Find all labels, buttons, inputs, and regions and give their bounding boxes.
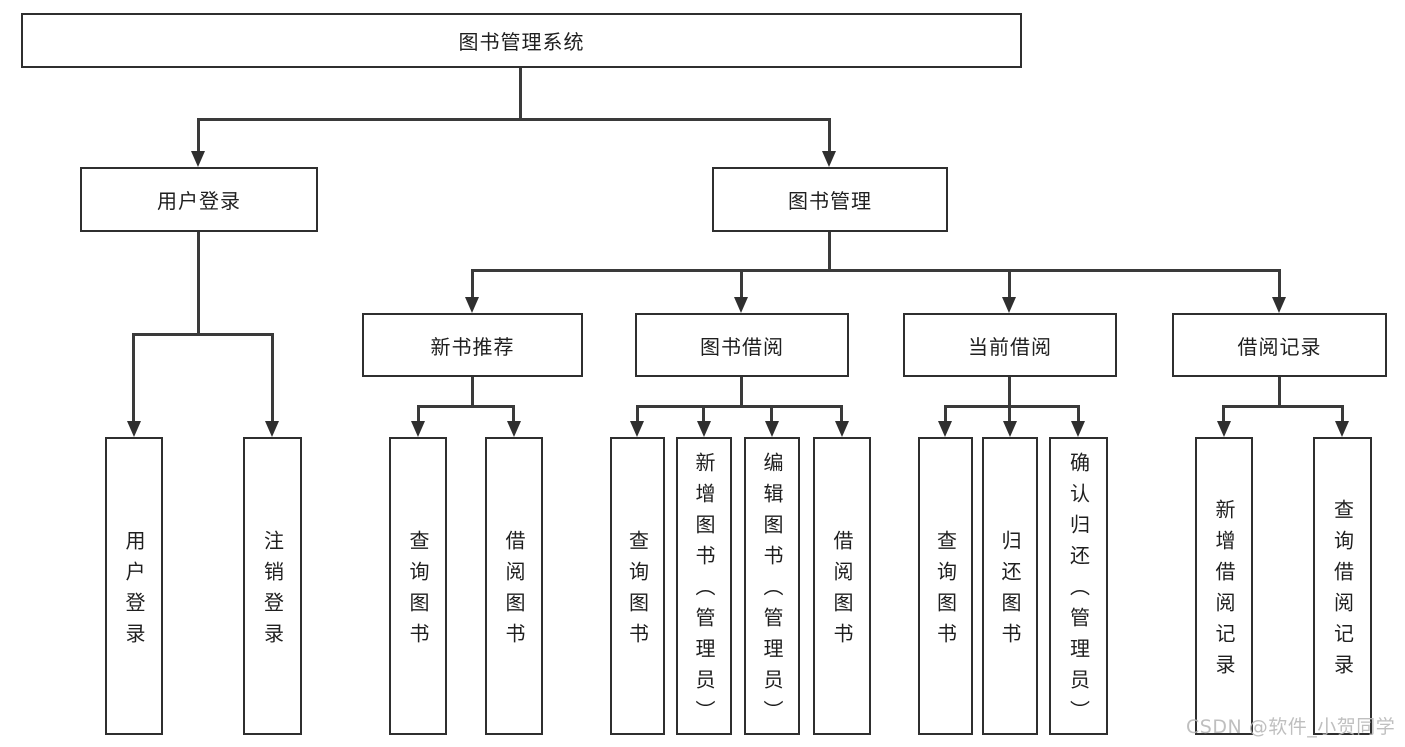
connector-hline [197, 118, 831, 121]
connector-vline [471, 377, 474, 407]
leaf-label: 新增图书（管理员） [692, 452, 716, 731]
leaf-label: 编辑图书（管理员） [760, 452, 784, 731]
arrowhead-down-icon [1335, 421, 1349, 437]
leaf-query-book: 查询图书 [918, 437, 973, 735]
connector-vline [197, 118, 200, 152]
connector-hline [132, 333, 273, 336]
leaf-label: 查询图书 [625, 529, 650, 654]
arrowhead-down-icon [765, 421, 779, 437]
leaf-label: 查询图书 [406, 529, 430, 654]
leaf-add-borrow-record: 新增借阅记录 [1195, 437, 1253, 735]
leaf-query-borrow-record: 查询借阅记录 [1313, 437, 1372, 735]
connector-vline [1222, 405, 1225, 422]
connector-vline [944, 405, 947, 422]
connector-vline [740, 377, 743, 407]
arrowhead-down-icon [1272, 297, 1286, 313]
leaf-borrow-book: 借阅图书 [485, 437, 543, 735]
leaf-query-book: 查询图书 [389, 437, 447, 735]
leaf-label: 新增借阅记录 [1212, 498, 1236, 685]
arrowhead-down-icon [411, 421, 425, 437]
connector-vline [1008, 377, 1011, 407]
connector-vline [1077, 405, 1080, 422]
leaf-label: 借阅图书 [502, 529, 526, 654]
arrowhead-down-icon [1003, 421, 1017, 437]
leaf-logout: 注销登录 [243, 437, 302, 735]
leaf-label: 借阅图书 [830, 529, 854, 654]
connector-vline [471, 269, 474, 298]
node-current-borrowing: 当前借阅 [903, 313, 1117, 377]
connector-hline [944, 405, 1079, 408]
arrowhead-down-icon [630, 421, 644, 437]
node-new-book-recommend: 新书推荐 [362, 313, 583, 377]
leaf-query-book: 查询图书 [610, 437, 665, 735]
leaf-return-book: 归还图书 [982, 437, 1038, 735]
connector-vline [1278, 269, 1281, 298]
connector-vline [828, 118, 831, 152]
connector-hline [1222, 405, 1342, 408]
arrowhead-down-icon [191, 151, 205, 167]
arrowhead-down-icon [1071, 421, 1085, 437]
connector-vline [512, 405, 515, 422]
leaf-borrow-book: 借阅图书 [813, 437, 871, 735]
connector-vline [770, 405, 773, 422]
connector-vline [197, 232, 200, 335]
connector-vline [1341, 405, 1344, 422]
leaf-label: 归还图书 [998, 529, 1022, 654]
arrowhead-down-icon [734, 297, 748, 313]
csdn-watermark: CSDN @软件_小贺同学 [1186, 716, 1396, 738]
connector-vline [702, 405, 705, 422]
leaf-label: 确认归还（管理员） [1066, 452, 1091, 731]
leaf-edit-book-admin: 编辑图书（管理员） [744, 437, 800, 735]
node-borrow-records: 借阅记录 [1172, 313, 1387, 377]
connector-vline [828, 232, 831, 271]
arrowhead-down-icon [1217, 421, 1231, 437]
node-root-system: 图书管理系统 [21, 13, 1022, 68]
connector-vline [1008, 269, 1011, 298]
connector-vline [271, 333, 274, 421]
leaf-label: 用户登录 [122, 529, 146, 654]
node-book-management: 图书管理 [712, 167, 948, 232]
connector-vline [840, 405, 843, 422]
connector-vline [636, 405, 639, 422]
arrowhead-down-icon [697, 421, 711, 437]
leaf-confirm-return-admin: 确认归还（管理员） [1049, 437, 1108, 735]
connector-vline [740, 269, 743, 298]
leaf-label: 注销登录 [260, 529, 285, 654]
arrowhead-down-icon [1002, 297, 1016, 313]
arrowhead-down-icon [465, 297, 479, 313]
arrowhead-down-icon [835, 421, 849, 437]
connector-hline [417, 405, 515, 408]
connector-vline [132, 333, 135, 421]
node-user-login: 用户登录 [80, 167, 318, 232]
arrowhead-down-icon [822, 151, 836, 167]
connector-vline [417, 405, 420, 422]
arrowhead-down-icon [265, 421, 279, 437]
connector-hline [471, 269, 1279, 272]
arrowhead-down-icon [938, 421, 952, 437]
leaf-add-book-admin: 新增图书（管理员） [676, 437, 732, 735]
leaf-label: 查询图书 [933, 529, 958, 654]
connector-hline [636, 405, 842, 408]
leaf-label: 查询借阅记录 [1330, 498, 1355, 685]
leaf-user-login: 用户登录 [105, 437, 163, 735]
connector-vline [1278, 377, 1281, 407]
connector-vline [1008, 405, 1011, 422]
arrowhead-down-icon [507, 421, 521, 437]
connector-vline [519, 68, 522, 120]
arrowhead-down-icon [127, 421, 141, 437]
node-book-borrowing: 图书借阅 [635, 313, 849, 377]
